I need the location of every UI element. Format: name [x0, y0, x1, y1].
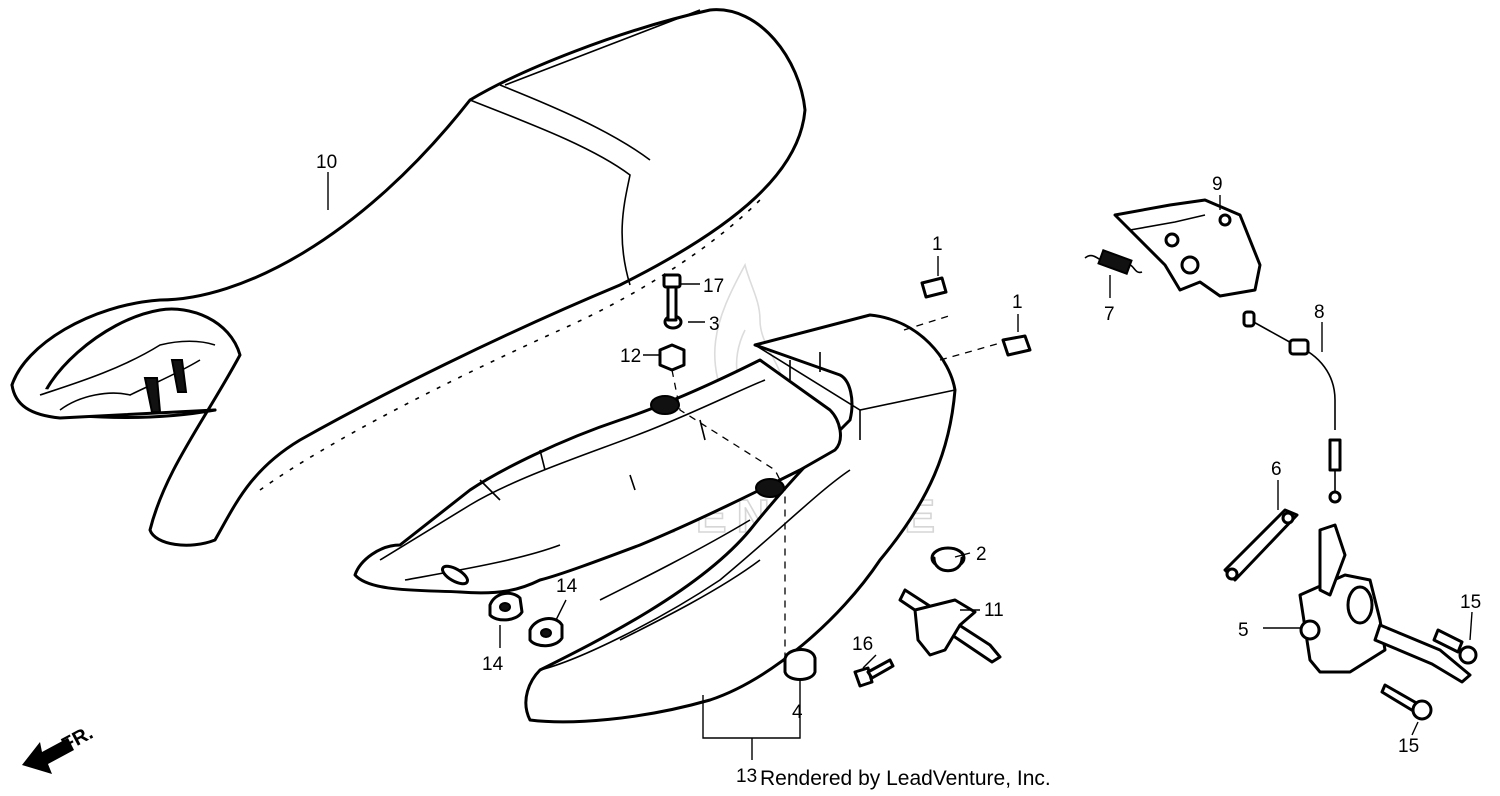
front-direction: FR. [22, 722, 97, 774]
screw-part-15b [1380, 683, 1433, 721]
screw-part-15a [1432, 628, 1478, 665]
callout-4: 4 [792, 702, 803, 723]
seat-cowl-part-13 [524, 313, 957, 724]
seat-lock-cylinder-part-5 [1298, 523, 1472, 684]
callout-2: 2 [976, 544, 987, 565]
lock-stay-part-6 [1223, 508, 1299, 582]
bolt-part-17 [662, 273, 682, 322]
cushion-part-14b [528, 617, 564, 648]
callout-11: 11 [984, 600, 1004, 621]
callout-5: 5 [1238, 620, 1249, 641]
seat-lock-part-9 [1113, 198, 1262, 298]
callout-13: 13 [736, 766, 757, 787]
front-arrow-icon [22, 738, 74, 774]
seat-part-10 [10, 8, 807, 547]
callout-1a: 1 [932, 234, 943, 255]
callout-8: 8 [1314, 302, 1325, 323]
cable-part-8 [1242, 310, 1342, 504]
stopper-rubber-part-1b [1001, 334, 1032, 357]
callout-17: 17 [703, 276, 724, 297]
render-credit: Rendered by LeadVenture, Inc. [760, 767, 1051, 790]
spring-part-7 [1084, 249, 1143, 275]
stopper-rubber-part-1a [920, 276, 948, 299]
callout-3: 3 [709, 314, 720, 335]
leader-lines [327, 172, 1473, 760]
plug-part-2 [930, 546, 966, 573]
callout-15b: 15 [1398, 736, 1419, 757]
seat-pan [353, 358, 842, 595]
collar-part-4 [783, 648, 817, 681]
callout-14a: 14 [482, 654, 504, 675]
cushion-part-14a [488, 591, 524, 622]
callout-16: 16 [852, 634, 873, 655]
callout-9: 9 [1212, 174, 1223, 195]
callout-15a: 15 [1460, 592, 1481, 613]
callout-12: 12 [620, 346, 641, 367]
callout-10: 10 [316, 152, 337, 173]
callout-6: 6 [1271, 459, 1282, 480]
nut-part-12 [658, 343, 686, 372]
hook-part-11 [898, 588, 1002, 664]
callout-1b: 1 [1012, 292, 1023, 313]
bolt-part-16 [853, 658, 895, 688]
callout-7: 7 [1104, 304, 1115, 325]
callout-14b: 14 [556, 576, 578, 597]
